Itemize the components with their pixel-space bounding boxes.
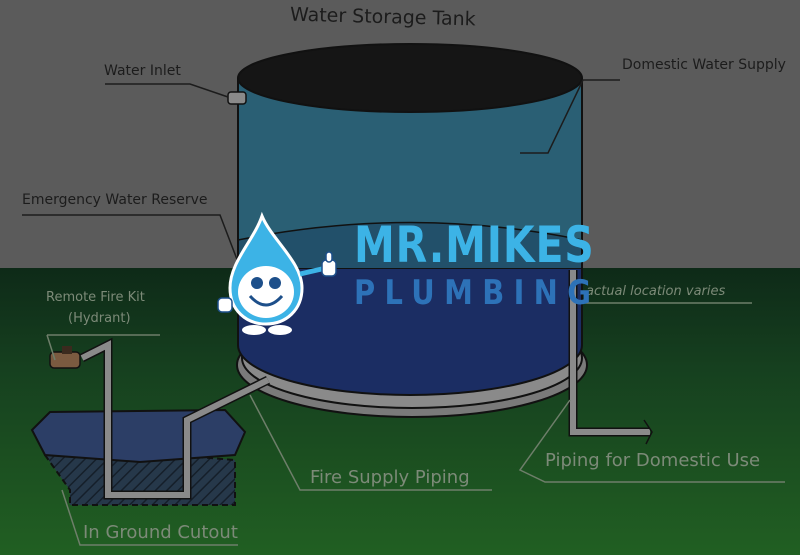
domestic-piping — [568, 270, 653, 445]
logo-text-mr-mikes: MR.MIKES — [354, 216, 595, 274]
label-domestic-water-supply: Domestic Water Supply — [622, 57, 786, 73]
logo-text-plumbing: PLUMBING — [354, 273, 601, 313]
water-drop-mascot-icon — [217, 211, 337, 335]
label-emergency-water-reserve: Emergency Water Reserve — [22, 192, 208, 208]
tank-upper-body — [238, 78, 582, 268]
hydrant-icon — [49, 346, 81, 369]
tank-top-opening — [237, 43, 583, 113]
label-actual-location-varies: actual location varies — [586, 284, 726, 299]
water-inlet-pipe — [227, 91, 247, 105]
label-piping-domestic-use: Piping for Domestic Use — [545, 450, 761, 471]
label-remote-fire-kit: Remote Fire Kit — [46, 290, 145, 305]
mr-mikes-plumbing-logo: MR.MIKES PLUMBING — [214, 210, 594, 340]
emergency-reserve-level — [238, 222, 582, 268]
label-fire-supply-piping: Fire Supply Piping — [310, 467, 470, 488]
fire-supply-piping — [79, 337, 270, 500]
label-hydrant: (Hydrant) — [68, 311, 131, 326]
label-water-inlet: Water Inlet — [104, 63, 181, 79]
label-in-ground-cutout: In Ground Cutout — [83, 522, 238, 543]
